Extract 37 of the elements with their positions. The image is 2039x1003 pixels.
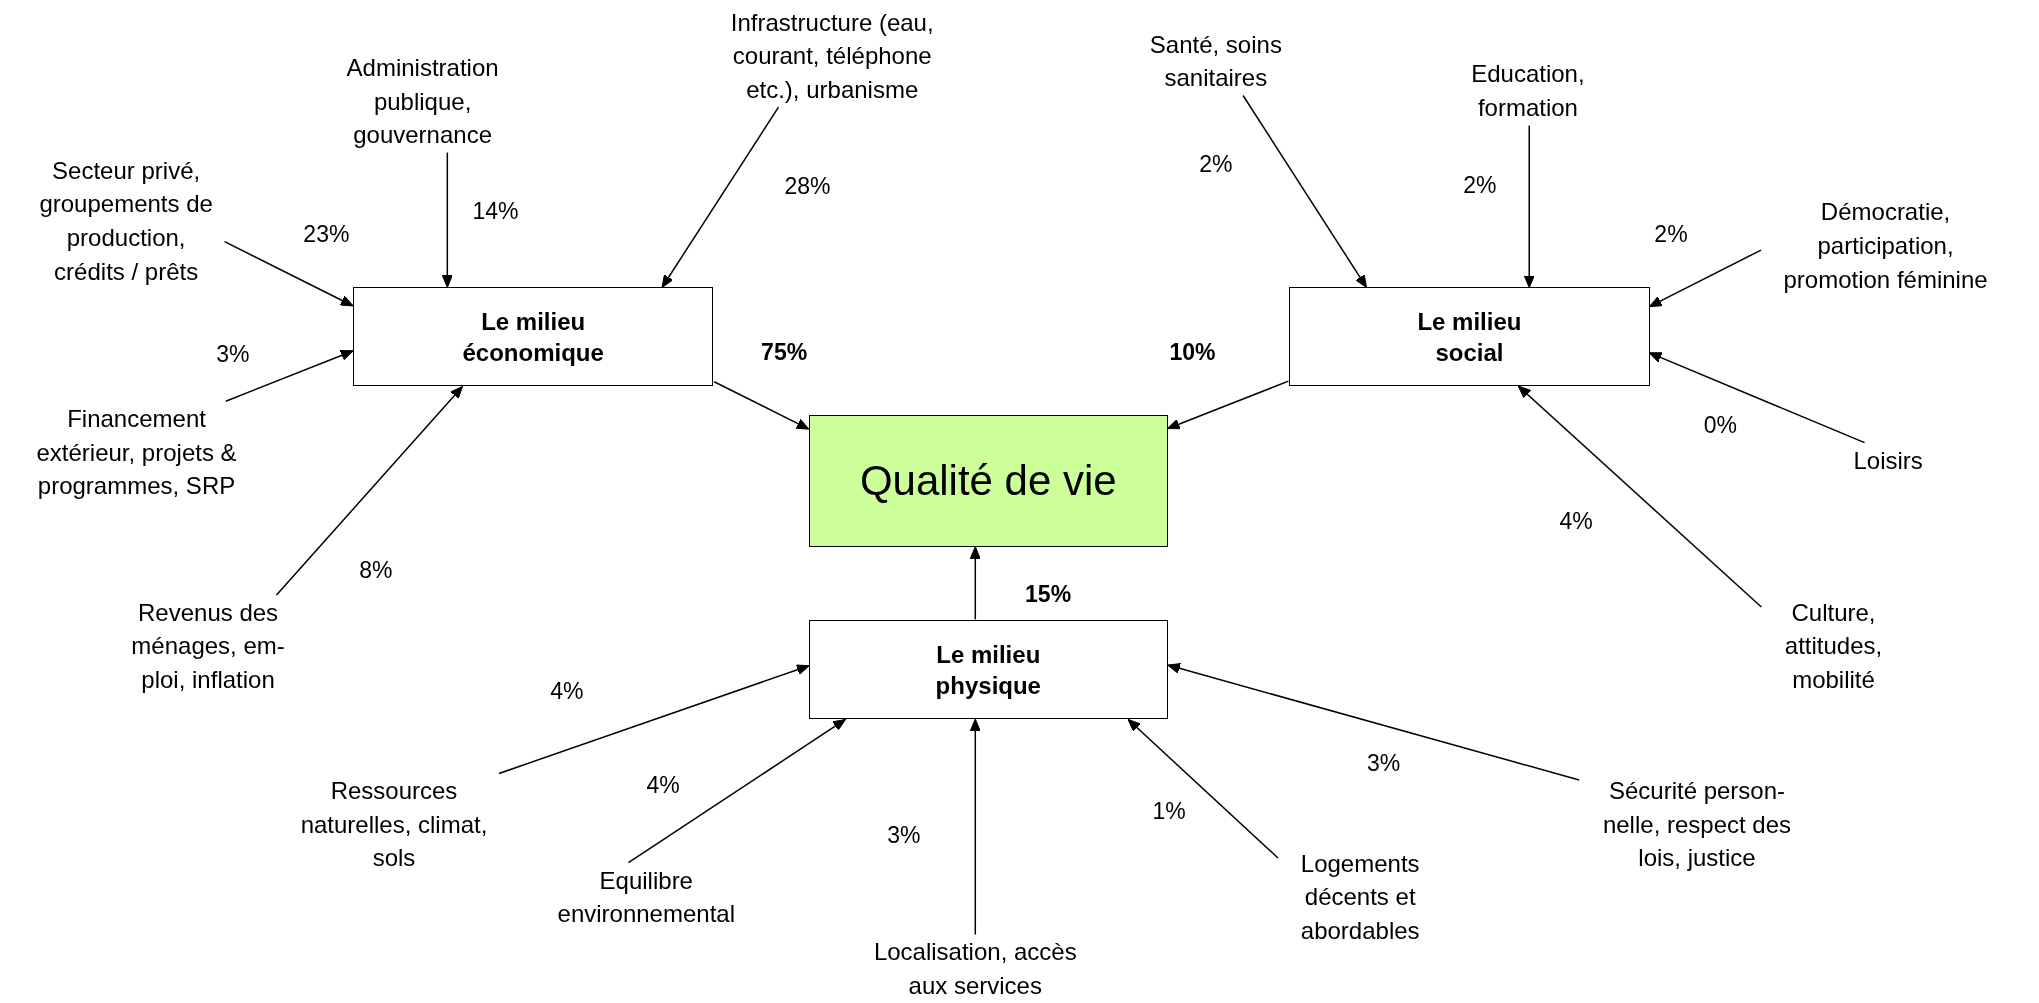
factor-label: Administration publique, gouvernance bbox=[331, 51, 514, 152]
arrow bbox=[223, 240, 354, 307]
factor-label: Education, formation bbox=[1449, 57, 1606, 125]
arrow bbox=[1167, 663, 1580, 781]
factor-label: Logements décents et abordables bbox=[1278, 846, 1442, 948]
arrow bbox=[275, 385, 463, 596]
factor-label: Loisirs bbox=[1829, 443, 1947, 478]
factor-label: Localisation, accès aux services bbox=[855, 935, 1096, 1003]
factor-label: Revenus des ménages, em- ploi, inflation bbox=[110, 595, 306, 697]
category-box: Le milieu physique bbox=[808, 620, 1168, 720]
factor-label: Santé, soins sanitaires bbox=[1118, 27, 1314, 95]
central-box: Qualité de vie bbox=[808, 415, 1168, 547]
arrow bbox=[498, 664, 810, 775]
arrow bbox=[1523, 124, 1535, 289]
category-box: Le milieu économique bbox=[353, 287, 714, 387]
arrow bbox=[969, 718, 981, 936]
arrow bbox=[627, 718, 846, 864]
factor-label: Equilibre environnemental bbox=[522, 863, 770, 931]
arrow bbox=[1242, 94, 1368, 288]
category-box: Le milieu social bbox=[1289, 287, 1650, 387]
arrow bbox=[225, 350, 354, 402]
factor-label: Démocratie, participation, promotion féminine bbox=[1762, 195, 2010, 297]
arrow bbox=[661, 106, 780, 288]
factor-label: Infrastructure (eau, courant, téléphone etc.), urbanisme bbox=[718, 5, 946, 107]
factor-label: Secteur privé, groupements de production, crédits / prêts bbox=[28, 153, 224, 289]
arrow bbox=[713, 381, 810, 430]
arrow bbox=[1127, 718, 1279, 859]
arrow bbox=[1649, 249, 1762, 308]
factor-label: Culture, attitudes, mobilité bbox=[1762, 595, 1906, 697]
arrow bbox=[969, 546, 981, 621]
factor-label: Financement extérieur, projets & programmes, SRP bbox=[26, 402, 248, 503]
arrow bbox=[441, 151, 453, 288]
arrow bbox=[1517, 385, 1763, 608]
arrow bbox=[1648, 352, 1866, 444]
arrow bbox=[1167, 380, 1290, 430]
factor-label: Sécurité person- nelle, respect des lois, justice bbox=[1579, 774, 1814, 875]
factor-label: Ressources naturelles, climat, sols bbox=[290, 774, 499, 875]
